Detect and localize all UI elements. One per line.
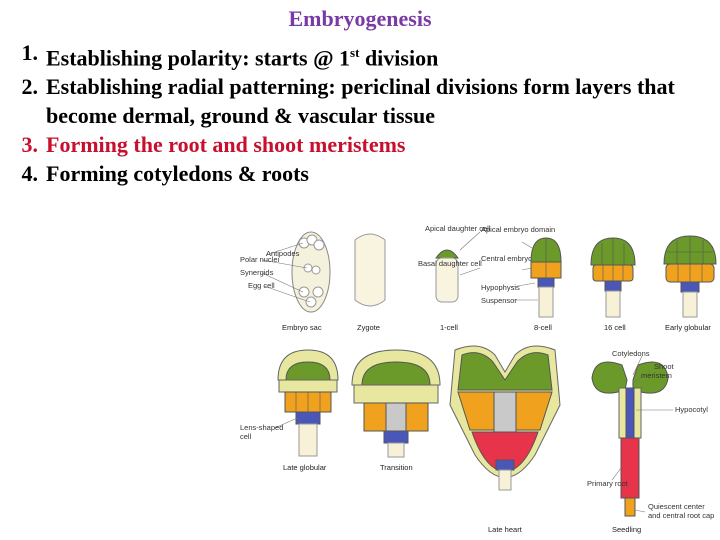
label-egg-cell: Egg cell [248, 281, 275, 290]
list-number: 2. [21, 74, 39, 100]
caption-8-cell: 8-cell [534, 323, 552, 332]
label-shoot-meristem-line2: meristem [641, 371, 672, 380]
list-number: 4. [21, 161, 39, 187]
embryogenesis-list: 1. Establishing polarity: starts @ 1st d… [6, 38, 718, 188]
caption-transition: Transition [380, 463, 413, 472]
superscript: st [350, 45, 360, 60]
label-quiescent-center-line2: and central root cap [648, 511, 714, 520]
seedling-illustration [591, 361, 669, 517]
list-text: Establishing radial patterning: periclin… [46, 74, 675, 129]
caption-1-cell: 1-cell [440, 323, 458, 332]
sixteen-cell-illustration [590, 237, 636, 318]
caption-16-cell: 16 cell [604, 323, 626, 332]
caption-late-heart: Late heart [488, 525, 523, 534]
list-item-3: 3. Forming the root and shoot meristems [6, 130, 718, 159]
list-item-2: 2. Establishing radial patterning: peric… [6, 72, 718, 130]
label-hypophysis: Hypophysis [481, 283, 520, 292]
label-antipodes: Antipodes [266, 249, 300, 258]
label-hypocotyl: Hypocotyl [675, 405, 708, 414]
label-apical-embryo-domain: Apical embryo domain [481, 225, 555, 234]
label-central-embryo-domain: Central embryo domain [481, 254, 559, 263]
label-synergids: Synergids [240, 268, 274, 277]
label-primary-root: Primary root [587, 479, 629, 488]
list-text: Forming the root and shoot meristems [46, 132, 406, 158]
early-globular-illustration [663, 235, 717, 318]
eight-cell-illustration [530, 237, 562, 318]
list-text-end: division [359, 45, 439, 71]
caption-embryo-sac: Embryo sac [282, 323, 322, 332]
list-item-4: 4. Forming cotyledons & roots [6, 159, 718, 188]
caption-zygote: Zygote [357, 323, 380, 332]
list-text: Forming cotyledons & roots [46, 161, 309, 187]
list-number: 3. [21, 132, 39, 158]
list-text: Establishing polarity: starts @ 1 [46, 45, 351, 71]
transition-illustration [351, 349, 441, 458]
list-number: 1. [21, 40, 39, 65]
embryo-sac-illustration [291, 231, 331, 313]
label-lens-shaped-cell-line1: Lens-shaped [240, 423, 283, 432]
label-lens-shaped-cell-line2: cell [240, 432, 252, 441]
label-apical-daughter-cell: Apical daughter cell [425, 224, 491, 233]
caption-late-globular: Late globular [283, 463, 327, 472]
list-item-1: 1. Establishing polarity: starts @ 1st d… [6, 38, 718, 72]
page-title: Embryogenesis [288, 6, 432, 31]
label-polar-nuclei: Polar nuclei [240, 255, 280, 264]
caption-seedling: Seedling [612, 525, 641, 534]
caption-early-globular: Early globular [665, 323, 711, 332]
zygote-illustration [354, 233, 386, 307]
late-globular-illustration [277, 349, 339, 457]
label-shoot-meristem-line1: Shoot [654, 362, 675, 371]
label-cotyledons: Cotyledons [612, 349, 650, 358]
label-quiescent-center-line1: Quiescent center [648, 502, 705, 511]
label-suspensor: Suspensor [481, 296, 517, 305]
late-heart-illustration [449, 345, 561, 491]
label-basal-daughter-cell: Basal daughter cell [418, 259, 482, 268]
one-cell-illustration [435, 249, 459, 303]
